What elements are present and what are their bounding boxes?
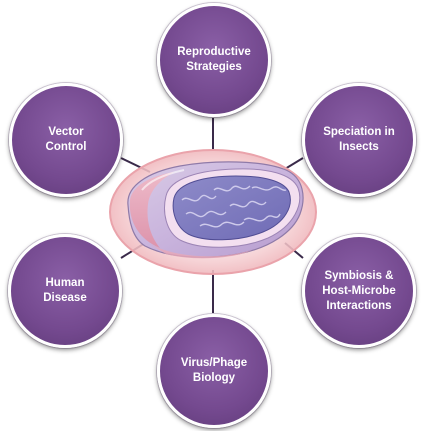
node-label-line: Biology (192, 372, 236, 384)
node-label-line: Virus/Phage (180, 357, 248, 369)
node-label-line: Reproductive (177, 46, 251, 58)
node-virus-phage-biology: Virus/Phage Biology (157, 314, 271, 428)
node-symbiosis-host-microbe: Symbiosis & Host-Microbe Interactions (302, 234, 416, 348)
node-label-line: Vector (48, 126, 84, 138)
node-label-line: Control (45, 141, 87, 153)
node-label-line: Strategies (186, 61, 242, 73)
node-label-line: Disease (43, 292, 87, 304)
node-label-line: Host-Microbe (322, 284, 396, 297)
node-reproductive-strategies: Reproductive Strategies (157, 3, 271, 117)
node-speciation-in-insects: Speciation in Insects (302, 83, 416, 197)
node-label-line: Symbiosis & (324, 269, 394, 282)
node-label-line: Speciation in (323, 126, 395, 138)
node-vector-control: Vector Control (9, 83, 123, 197)
node-label-line: Insects (339, 141, 379, 153)
node-label-line: Human (45, 277, 85, 289)
node-label-line: Interactions (326, 299, 392, 312)
node-human-disease: Human Disease (8, 234, 122, 348)
mitochondrion-icon (127, 161, 304, 259)
